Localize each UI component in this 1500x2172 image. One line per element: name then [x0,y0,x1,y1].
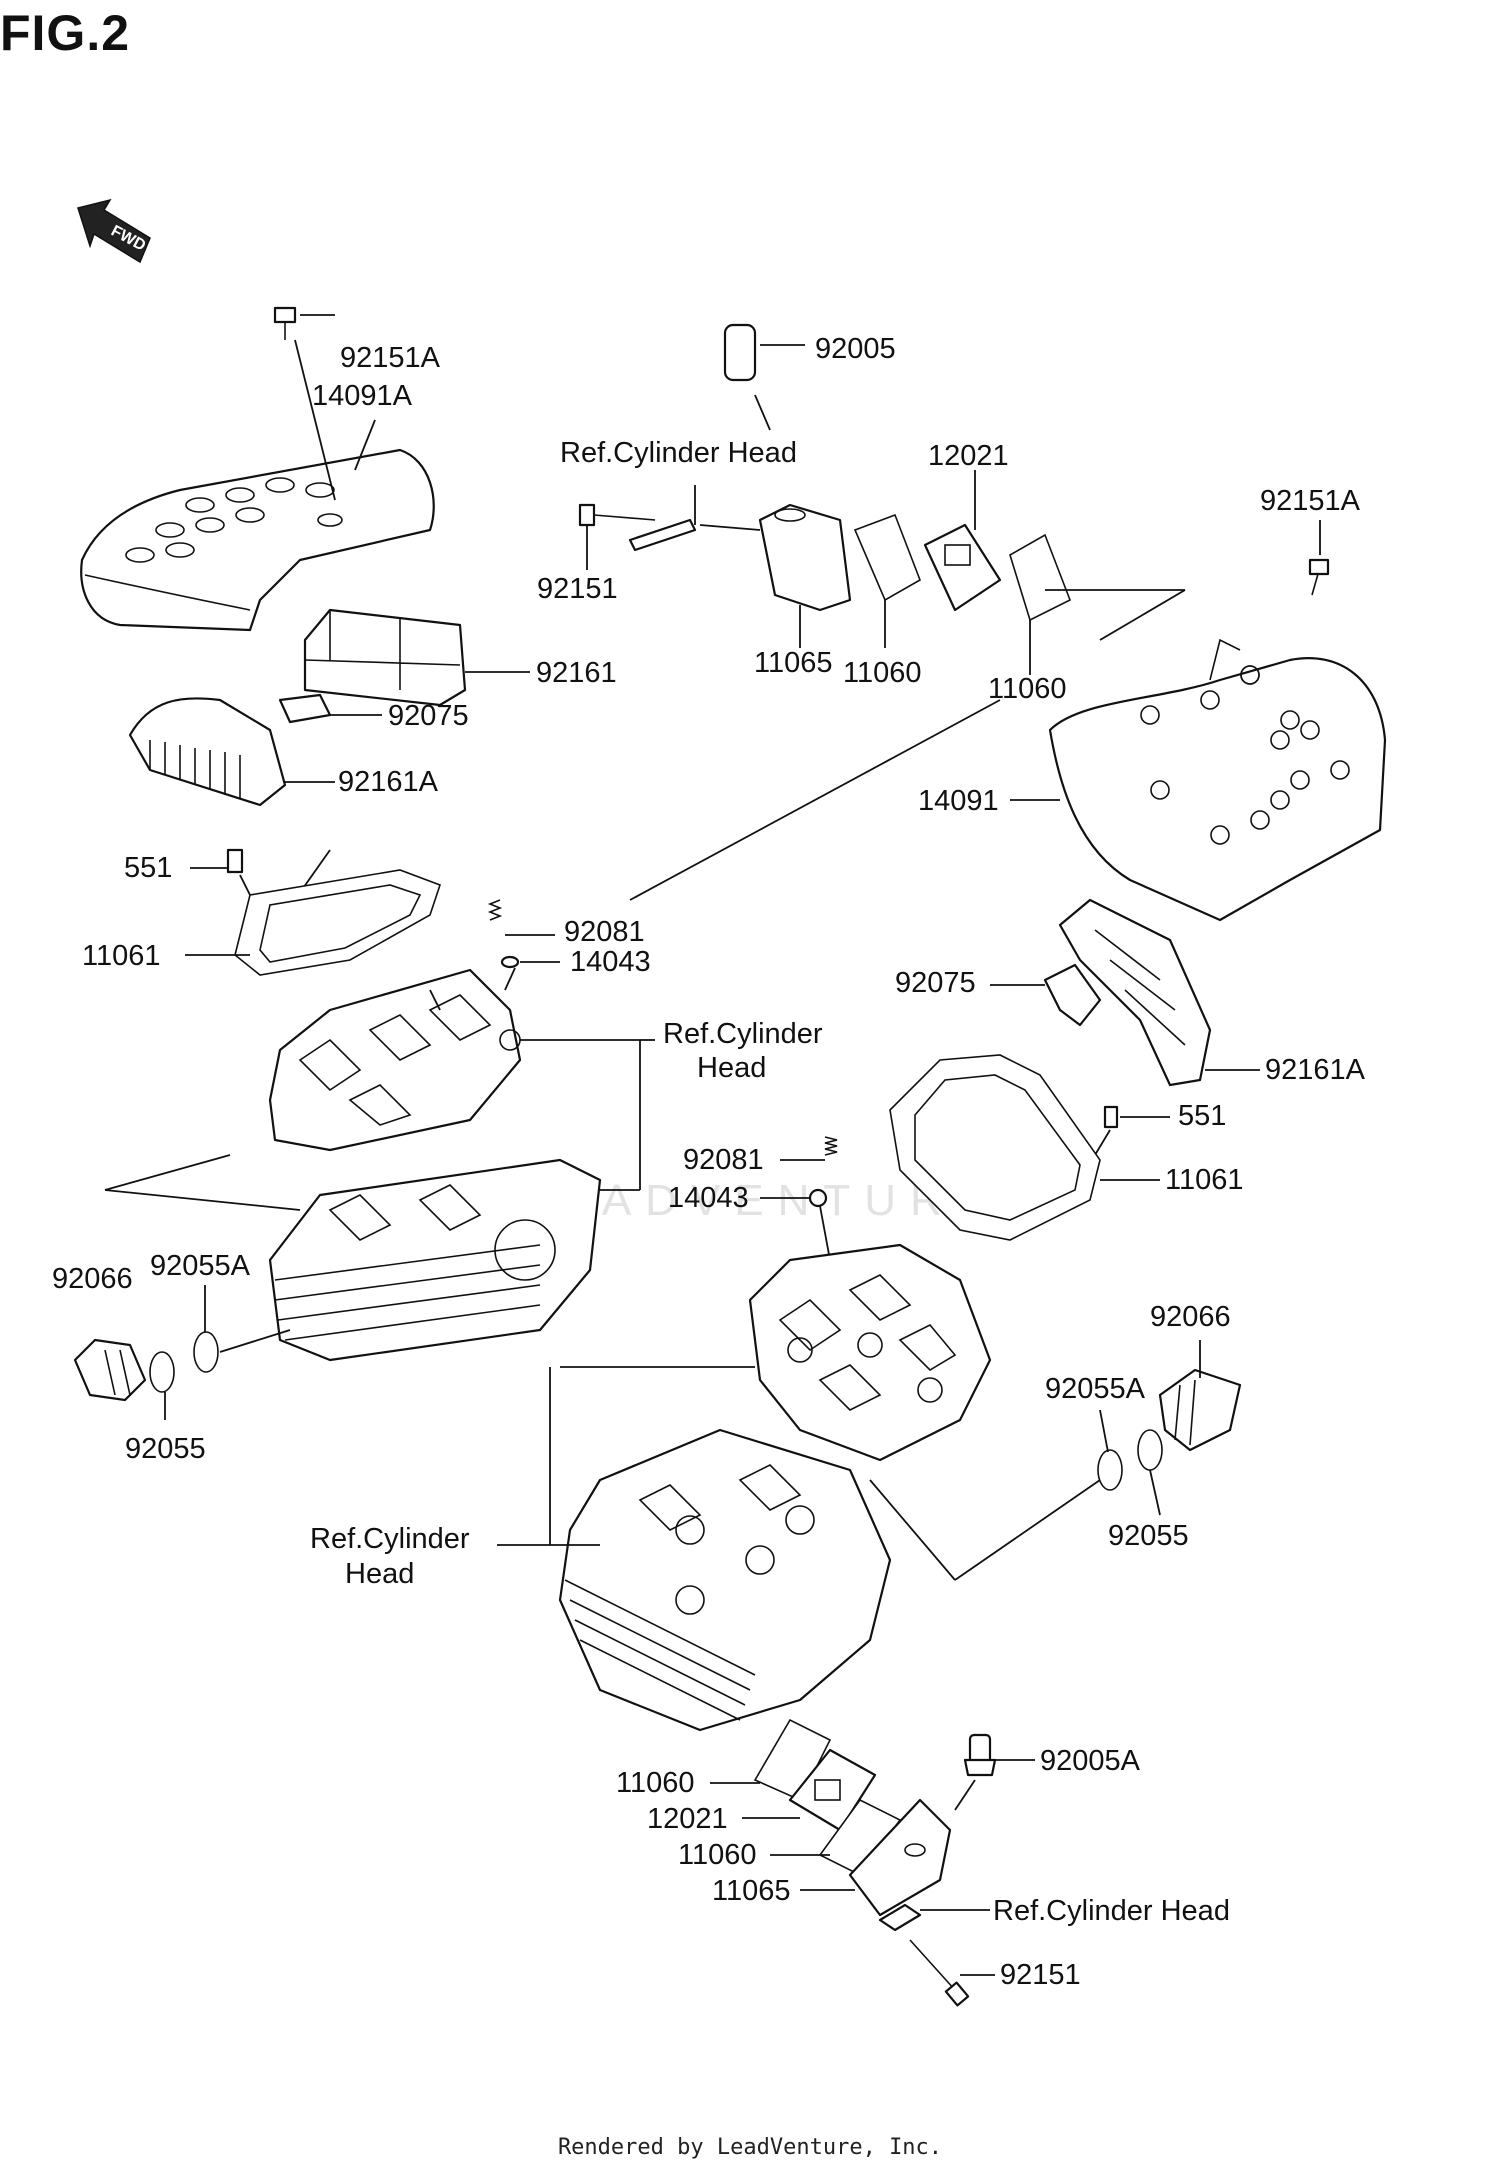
label-ref-cylinder-head-1: Ref.Cylinder Head [560,437,797,469]
label-14043-left: 14043 [570,946,651,978]
part-12021-reed-bottom [788,1748,877,1832]
label-11065-top: 11065 [754,647,833,679]
label-11060-c: 11060 [616,1767,695,1799]
label-92066-right: 92066 [1150,1301,1231,1333]
label-92151-top: 92151 [537,573,618,605]
label-551-left: 551 [124,852,172,884]
part-92161A-right [1058,898,1212,1087]
part-551-left [226,848,244,874]
label-14091A: 14091A [312,380,413,412]
label-ref-cylinder-head-3-line1: Ref.Cylinder [310,1523,470,1555]
label-92055A-right: 92055A [1045,1373,1146,1405]
part-14043-mid [808,1188,828,1208]
part-92075-right [1043,963,1102,1027]
part-92055A-ring-right [1097,1449,1123,1491]
label-ref-cylinder-head-3-line2: Head [345,1558,414,1590]
part-14043-left [500,955,520,969]
part-11060-gasket-a [853,513,921,602]
label-ref-cylinder-head-4: Ref.Cylinder Head [993,1895,1230,1927]
part-92161-bracket [303,608,467,707]
label-11060-a: 11060 [843,657,922,689]
part-92066-plug-right [1158,1368,1242,1452]
part-14091A-cover [80,448,435,632]
label-92066-left: 92066 [52,1263,133,1295]
part-11065-housing-top [758,503,852,612]
part-11061-gasket-left [234,869,442,976]
cylinder-head-finned-left [268,1158,602,1362]
part-551-right [1103,1105,1119,1129]
part-92055-ring-right [1137,1429,1163,1471]
bolt-92151A-right [1308,558,1330,596]
label-11061-right: 11061 [1165,1164,1244,1196]
cylinder-head-rocker-left [268,968,522,1152]
part-92055A-ring-left [193,1331,219,1373]
figure-title: FIG.2 [0,5,131,61]
label-92151-bottom: 92151 [1000,1959,1081,1991]
fwd-arrow-icon: FWD [77,198,151,264]
part-92055-ring-left [149,1351,175,1393]
part-92151-bolt-top [578,503,656,527]
label-92055-right: 92055 [1108,1520,1189,1552]
part-92075-left [278,693,332,724]
bolt-92151A-top [273,306,297,340]
part-92005A-fitting [963,1733,997,1777]
part-12021-reed-top [923,523,1002,612]
label-92161A-right: 92161A [1265,1054,1366,1086]
part-92151-bolt-bottom [909,1939,970,2007]
label-92005: 92005 [815,333,896,365]
part-92005-pipe [723,323,757,382]
part-92161A-left [128,697,287,807]
label-14043-mid: 14043 [668,1182,749,1214]
part-92081-spring-mid [824,1136,838,1156]
label-92081-left: 92081 [564,916,645,948]
part-11065-housing-bottom [848,1798,952,1917]
cylinder-head-finned-right [558,1428,892,1732]
pin-top [628,518,697,552]
label-92005A: 92005A [1040,1745,1141,1777]
part-11060-gasket-b [1009,533,1072,622]
clip-bottom [878,1903,922,1932]
label-11061-left: 11061 [82,940,161,972]
label-92055-left: 92055 [125,1433,206,1465]
label-11065-bottom: 11065 [712,1875,791,1907]
footer-credit: Rendered by LeadVenture, Inc. [557,2135,943,2160]
label-92151A-right: 92151A [1260,485,1361,517]
part-11060-gasket-c [753,1718,832,1802]
cylinder-head-rocker-right [748,1243,992,1462]
label-92161A-left: 92161A [338,766,439,798]
label-ref-cylinder-head-2-line2: Head [697,1052,766,1084]
label-92151A-top: 92151A [340,342,441,374]
label-14091: 14091 [918,785,999,817]
part-11061-gasket-right [889,1054,1101,1241]
part-92081-spring-left [487,899,503,921]
label-92081-mid: 92081 [683,1144,764,1176]
part-92066-plug-left [73,1338,147,1402]
label-11060-d: 11060 [678,1839,757,1871]
label-92055A-left: 92055A [150,1250,251,1282]
part-14091-cover-right [1048,638,1387,922]
label-92075-left: 92075 [388,700,469,732]
label-92161: 92161 [536,657,617,689]
label-12021-top: 12021 [928,440,1009,472]
label-12021-bottom: 12021 [647,1803,728,1835]
label-551-right: 551 [1178,1100,1226,1132]
label-ref-cylinder-head-2-line1: Ref.Cylinder [663,1018,823,1050]
label-92075-right: 92075 [895,967,976,999]
label-11060-b: 11060 [988,673,1067,705]
